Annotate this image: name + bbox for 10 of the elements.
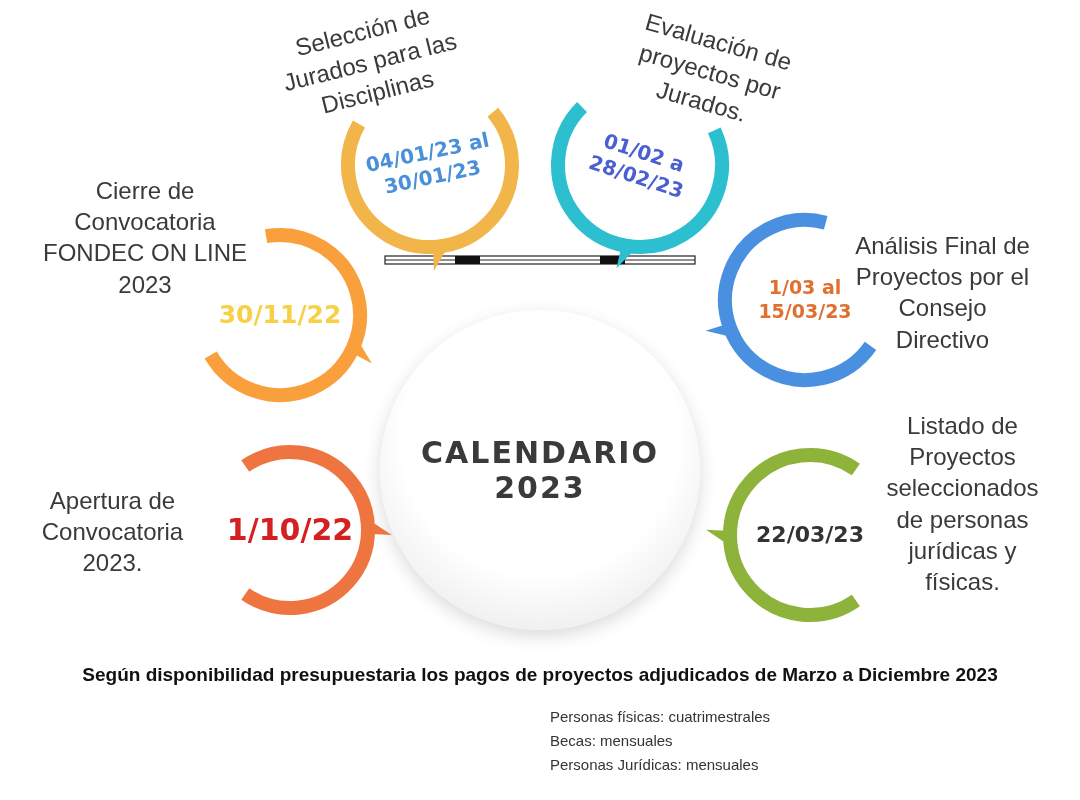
note-line: Personas Jurídicas: mensuales xyxy=(550,756,759,773)
note-line: Becas: mensuales xyxy=(550,732,673,749)
step-description: Listado de Proyectos seleccionados de personas jurídicas y físicas. xyxy=(885,411,1040,597)
center-circle: CALENDARIO 2023 xyxy=(380,310,700,630)
step-description: Cierre de Convocatoria FONDEC ON LINE 2023 xyxy=(42,176,248,300)
step-description: Selección de Jurados para las Disciplinas xyxy=(279,0,461,121)
note-line: Personas físicas: cuatrimestrales xyxy=(550,708,771,725)
step-description: Análisis Final de Proyectos por el Consejo Directivo xyxy=(855,231,1030,355)
step-description: Apertura de Convocatoria 2023. xyxy=(40,486,185,579)
payment-note: Según disponibilidad presupuestaria los pagos de proyectos adjudicados de Marzo a Diciembre 2023 xyxy=(81,664,999,686)
